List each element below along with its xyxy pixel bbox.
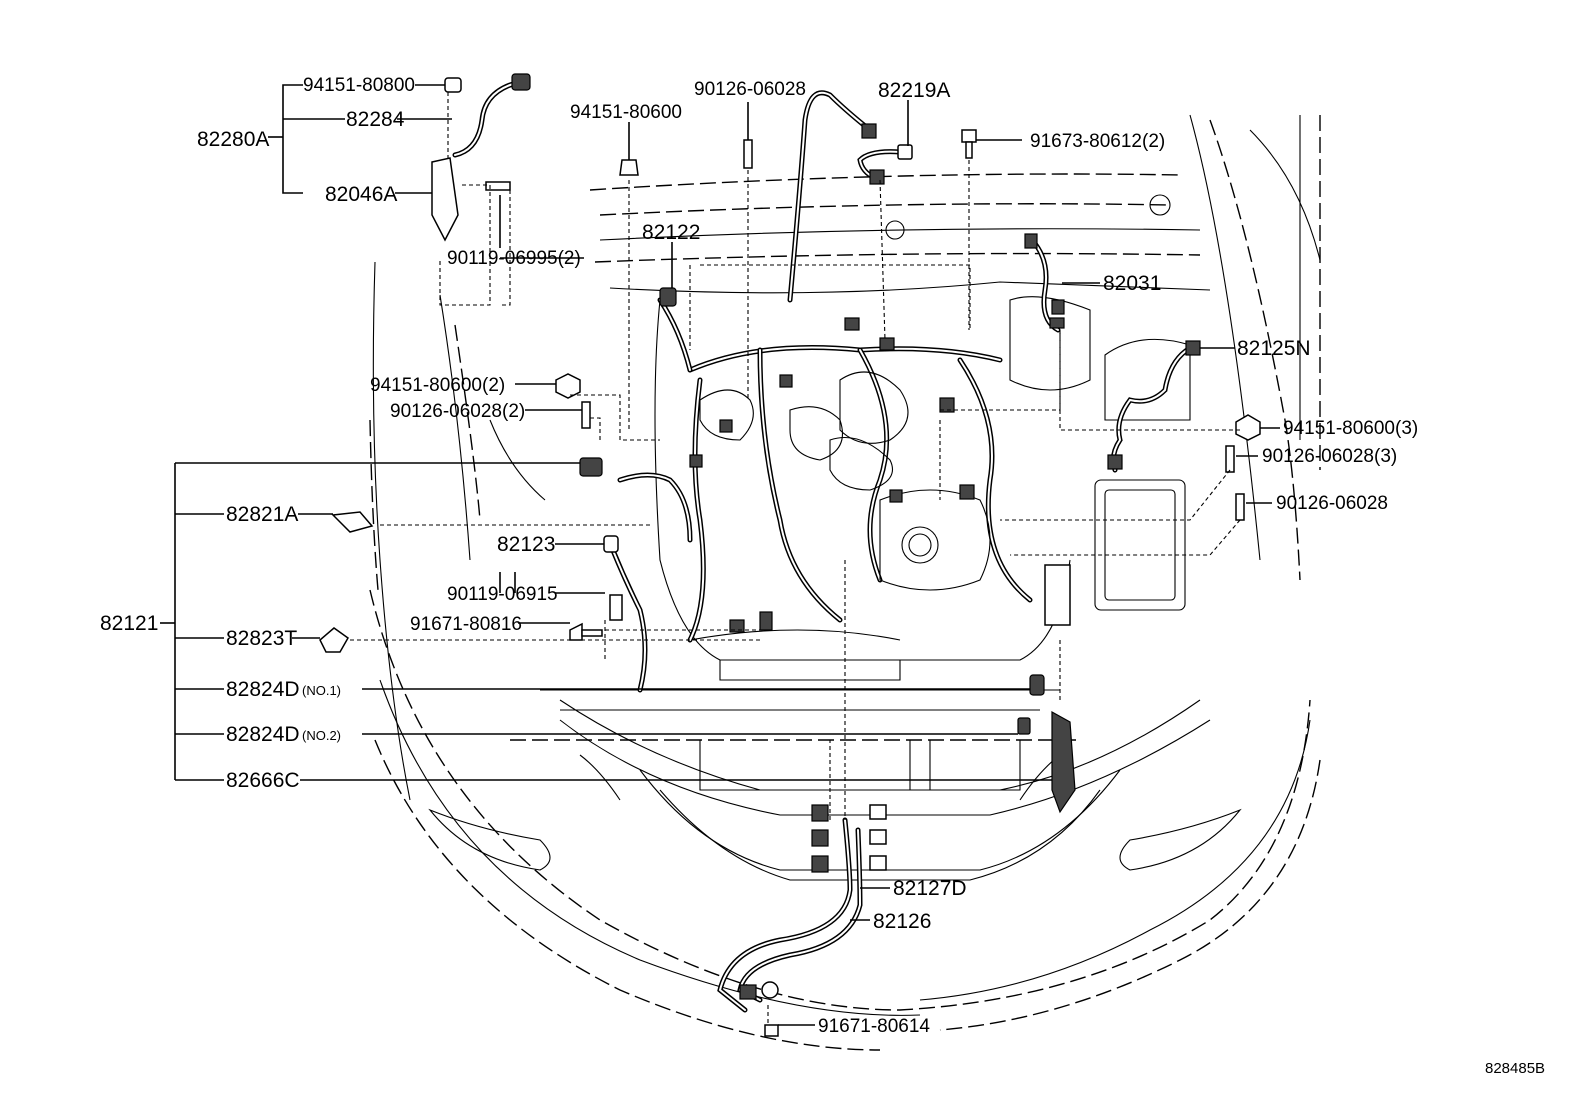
vehicle-body-outline	[369, 114, 1321, 1051]
label-82280A: 82280A	[197, 128, 269, 151]
engine-harness-bundle	[617, 287, 1076, 814]
label-82123: 82123	[497, 533, 555, 556]
label-90126-06028-right: 90126-06028	[1276, 493, 1388, 514]
label-82824D-no2: 82824D	[226, 723, 300, 746]
label-82126: 82126	[873, 910, 931, 933]
label-82821A: 82821A	[226, 503, 298, 526]
label-94151-80600-3: 94151-80600(3)	[1283, 418, 1418, 439]
leader-lines	[160, 84, 1280, 1026]
label-82823T: 82823T	[226, 627, 297, 650]
label-82127D: 82127D	[893, 877, 967, 900]
label-82666C: 82666C	[226, 769, 300, 792]
label-82824D-no1-sub: (NO.1)	[302, 683, 341, 698]
label-90126-06028-2: 90126-06028(2)	[390, 401, 525, 422]
label-91671-80614: 91671-80614	[818, 1016, 930, 1037]
diagram-code: 828485B	[1485, 1060, 1545, 1077]
label-91671-80816: 91671-80816	[410, 614, 522, 635]
callout-labels: 94151-80800 82284 82280A 82046A 90119-06…	[100, 75, 1545, 1077]
label-94151-80800: 94151-80800	[303, 75, 415, 96]
label-82824D-no2-sub: (NO.2)	[302, 728, 341, 743]
label-82824D-no1: 82824D	[226, 678, 300, 701]
label-94151-80600-2: 94151-80600(2)	[370, 375, 505, 396]
label-82284: 82284	[346, 108, 405, 131]
label-82046A: 82046A	[325, 183, 397, 206]
label-82031: 82031	[1103, 272, 1161, 295]
label-90126-06028-top: 90126-06028	[694, 79, 806, 100]
label-90126-06028-3: 90126-06028(3)	[1262, 446, 1397, 467]
label-94151-80600: 94151-80600	[570, 102, 682, 123]
label-82125N: 82125N	[1237, 337, 1311, 360]
label-91673-80612-2: 91673-80612(2)	[1030, 131, 1165, 152]
label-82122: 82122	[642, 221, 700, 244]
label-82121: 82121	[100, 612, 158, 635]
reference-lines	[350, 92, 1241, 1025]
loose-parts	[319, 73, 1261, 1037]
label-90119-06995-2: 90119-06995(2)	[447, 248, 581, 269]
label-90119-06915: 90119-06915	[447, 584, 558, 605]
label-82219A: 82219A	[878, 79, 950, 102]
